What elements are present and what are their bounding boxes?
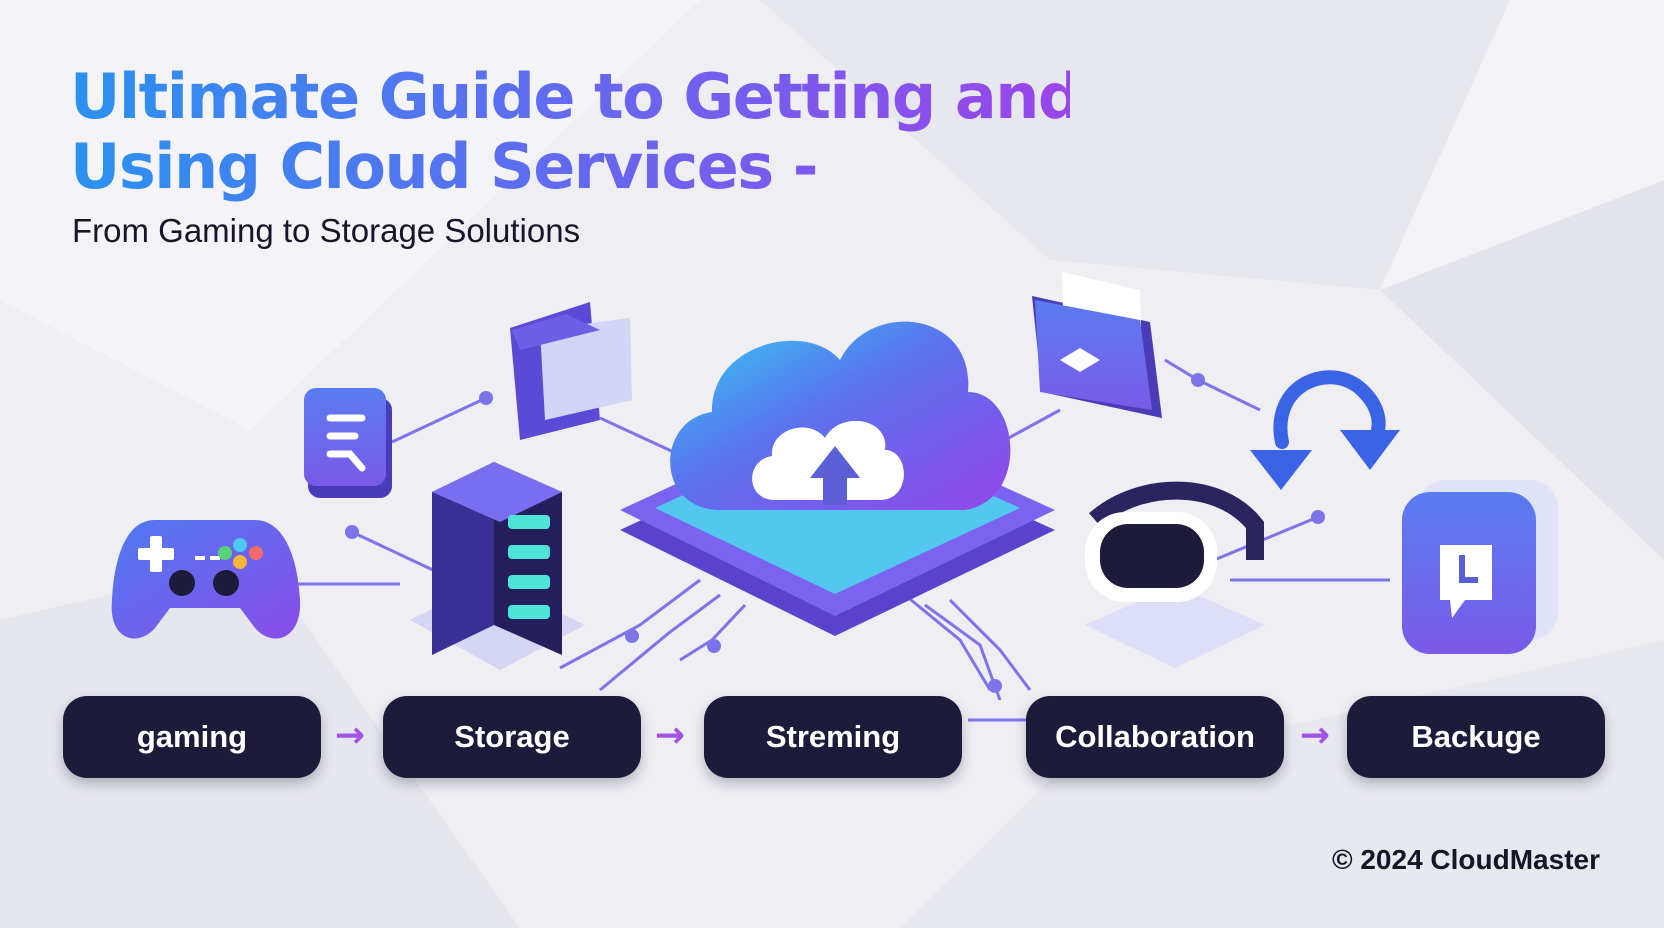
flow-arrow-icon: → (654, 715, 686, 756)
sync-arrows-icon (1273, 370, 1386, 449)
step-label: Backuge (1411, 719, 1541, 754)
flow-arrow-icon: → (334, 715, 366, 756)
copyright-notice: © 2024 CloudMaster (1331, 844, 1600, 875)
step-label: gaming (136, 719, 248, 754)
flow-arrow-icon: → (1299, 715, 1331, 756)
step-label: Collaboration (1055, 719, 1255, 754)
game-controller-icon (111, 520, 301, 639)
vr-headset-icon (1085, 481, 1265, 668)
server-rack-icon (410, 462, 585, 670)
step-gaming: gaming (63, 696, 321, 778)
chat-icon (1402, 480, 1558, 654)
document-icon (304, 388, 392, 498)
step-storage: Storage (383, 696, 641, 778)
step-label: Streming (765, 719, 901, 754)
step-streaming: Streming (704, 696, 962, 778)
step-backup: Backuge (1347, 696, 1605, 778)
connector-nodes (345, 373, 1325, 693)
step-label: Storage (454, 719, 570, 754)
folder-icon (1032, 272, 1162, 418)
page-subtitle: From Gaming to Storage Solutions (72, 212, 581, 249)
cloud-upload-icon (670, 321, 1011, 510)
folder-icon (510, 302, 632, 440)
step-collaboration: Collaboration (1026, 696, 1284, 778)
